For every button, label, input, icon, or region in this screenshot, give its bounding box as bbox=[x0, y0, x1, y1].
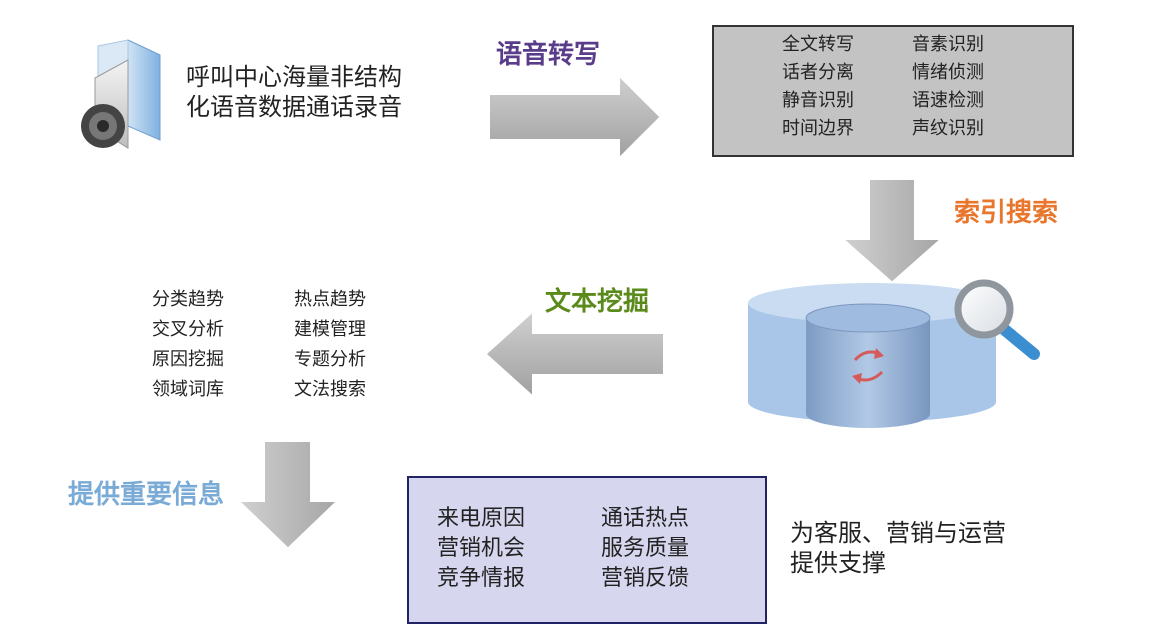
source-description: 呼叫中心海量非结构 化语音数据通话录音 bbox=[186, 62, 402, 122]
step-label-info: 提供重要信息 bbox=[68, 480, 225, 510]
mining-feature: 分类趋势 bbox=[152, 289, 224, 310]
output-list: 来电原因 通话热点 营销机会 服务质量 竞争情报 营销反馈 bbox=[437, 507, 747, 591]
step-label-speech: 语音转写 bbox=[496, 40, 601, 70]
output-item: 竞争情报 bbox=[437, 566, 526, 591]
transcription-feature-list: 全文转写 音素识别 话者分离 情绪侦测 静音识别 语速检测 时间边界 声纹识别 bbox=[782, 35, 1042, 139]
step-label-mining: 文本挖掘 bbox=[545, 287, 650, 317]
mining-feature: 原因挖掘 bbox=[152, 349, 224, 370]
mining-feature: 建模管理 bbox=[294, 319, 366, 340]
output-item: 营销机会 bbox=[437, 536, 526, 561]
transcription-feature: 时间边界 bbox=[782, 118, 854, 139]
mining-feature: 文法搜索 bbox=[294, 379, 366, 400]
source-text-line2: 化语音数据通话录音 bbox=[186, 93, 402, 121]
database-icon bbox=[748, 283, 996, 428]
arrow-down-index bbox=[834, 176, 950, 287]
output-item: 服务质量 bbox=[601, 536, 690, 561]
transcription-box bbox=[712, 25, 1074, 157]
mining-feature: 专题分析 bbox=[294, 349, 366, 370]
mining-feature: 领域词库 bbox=[152, 379, 224, 400]
speaker-folder-icon bbox=[81, 39, 161, 149]
arrow-left bbox=[481, 304, 667, 404]
result-description: 为客服、营销与运营 提供支撑 bbox=[790, 518, 1006, 578]
transcription-feature: 语速检测 bbox=[912, 90, 984, 111]
mining-feature: 热点趋势 bbox=[294, 289, 366, 310]
mining-feature: 交叉分析 bbox=[152, 319, 224, 340]
result-text-line1: 为客服、营销与运营 bbox=[790, 519, 1006, 547]
outputs-box bbox=[407, 476, 767, 624]
step-label-index: 索引搜索 bbox=[954, 198, 1059, 228]
output-item: 来电原因 bbox=[437, 506, 526, 531]
arrow-down-info bbox=[231, 438, 345, 553]
transcription-feature: 声纹识别 bbox=[912, 118, 984, 139]
transcription-feature: 情绪侦测 bbox=[912, 62, 984, 83]
arrow-right bbox=[486, 68, 665, 166]
transcription-feature: 静音识别 bbox=[782, 90, 854, 111]
transcription-feature: 话者分离 bbox=[782, 62, 854, 83]
output-item: 营销反馈 bbox=[601, 566, 690, 591]
mining-feature-list: 分类趋势 热点趋势 交叉分析 建模管理 原因挖掘 专题分析 领域词库 文法搜索 bbox=[152, 290, 392, 400]
source-text-line1: 呼叫中心海量非结构 bbox=[186, 63, 402, 91]
transcription-feature: 全文转写 bbox=[782, 34, 854, 55]
result-text-line2: 提供支撑 bbox=[790, 549, 886, 577]
transcription-feature: 音素识别 bbox=[912, 34, 984, 55]
magnifier-icon bbox=[954, 279, 1040, 360]
output-item: 通话热点 bbox=[601, 506, 690, 531]
